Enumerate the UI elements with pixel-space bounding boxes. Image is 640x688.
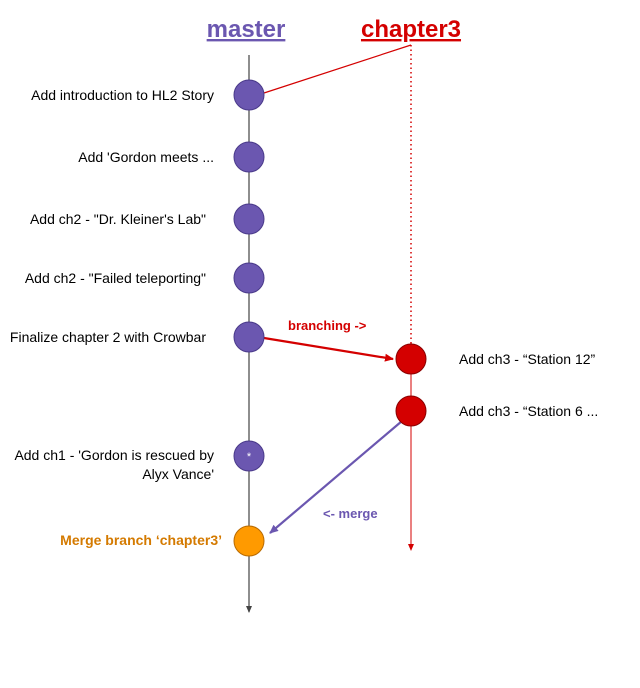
commit-node[interactable] — [233, 141, 265, 173]
commit-node[interactable] — [233, 262, 265, 294]
commit-label: Add ch2 - "Dr. Kleiner's Lab" — [30, 211, 206, 227]
merge-commit-node[interactable] — [233, 525, 265, 557]
master-branch-title: master — [207, 16, 286, 43]
commit-marker: * — [247, 451, 252, 463]
merge-label: <- merge — [323, 506, 378, 521]
branch-commit-label: Add ch3 - “Station 12” — [459, 351, 596, 367]
commit-label: Add introduction to HL2 Story — [31, 87, 214, 103]
commit-node[interactable] — [233, 203, 265, 235]
chapter3-origin-connector — [263, 44, 412, 94]
branching-label: branching -> — [288, 318, 367, 333]
commit-node[interactable] — [233, 321, 265, 353]
merge-arrow — [269, 420, 403, 534]
commit-label-line1: Add ch1 - 'Gordon is rescued by — [14, 447, 214, 463]
commit-label: Add 'Gordon meets ... — [78, 149, 214, 165]
commit-node[interactable] — [233, 79, 265, 111]
branching-arrow — [263, 336, 394, 362]
merge-commit-label: Merge branch ‘chapter3’ — [60, 532, 222, 548]
branch-commit-label: Add ch3 - “Station 6 ... — [459, 403, 598, 419]
commit-label: Add ch2 - "Failed teleporting" — [25, 270, 206, 286]
branch-commit-node[interactable] — [395, 395, 427, 427]
commit-label-line2: Alyx Vance' — [142, 466, 214, 482]
commit-node[interactable] — [233, 440, 265, 472]
chapter3-branch-title: chapter3 — [361, 16, 461, 43]
commit-label: Finalize chapter 2 with Crowbar — [10, 329, 206, 345]
branch-commit-node[interactable] — [395, 343, 427, 375]
